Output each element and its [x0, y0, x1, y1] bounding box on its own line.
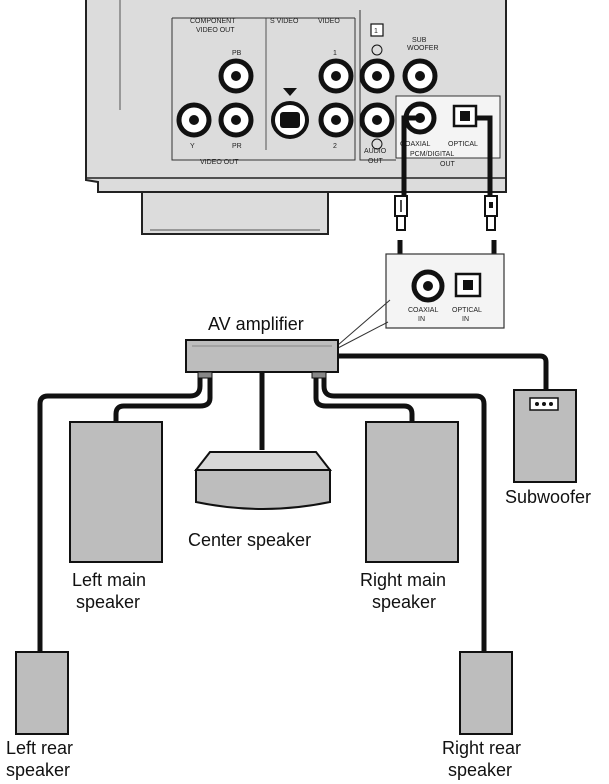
center-speaker-label: Center speaker [188, 530, 311, 550]
optical-in-label: OPTICAL [452, 307, 482, 314]
speaker-wires [37, 353, 549, 652]
jack-video-2 [318, 102, 354, 138]
optical-in-label-2: IN [462, 316, 469, 323]
video-jack-1-label: 1 [333, 50, 337, 57]
left-rear-label-2: speaker [6, 760, 70, 780]
left-rear-label: Left rear [6, 738, 73, 758]
jack-video-1 [318, 58, 354, 94]
right-rear-label: Right rear [442, 738, 521, 758]
coaxial-out-label: COAXIAL [400, 141, 430, 148]
optical-plug [484, 195, 498, 231]
coaxial-in-label-2: IN [418, 316, 425, 323]
component-label: COMPONENT [190, 18, 236, 25]
coaxial-in-label: COAXIAL [408, 307, 438, 314]
left-main-label: Left main [72, 570, 146, 590]
jack-optical-out [452, 104, 478, 128]
svideo-label: S VIDEO [270, 18, 299, 25]
jack-subwoofer [402, 58, 438, 94]
av-amplifier [185, 339, 339, 379]
av-amplifier-label: AV amplifier [208, 314, 304, 334]
channel-badge: 1 [374, 28, 378, 35]
digital-out-label: OUT [440, 161, 456, 168]
optical-out-label: OPTICAL [448, 141, 478, 148]
left-rear-speaker [15, 651, 69, 735]
component-label-2: VIDEO OUT [196, 27, 235, 34]
sub-woofer-label: SUB [412, 37, 427, 44]
player-rear-panel: COMPONENT VIDEO OUT S VIDEO VIDEO PB PR … [85, 0, 507, 235]
video-label: VIDEO [318, 18, 340, 25]
sub-woofer-label-2: WOOFER [407, 45, 439, 52]
subwoofer [513, 389, 577, 483]
right-rear-speaker [459, 651, 513, 735]
right-main-speaker [365, 421, 459, 563]
subwoofer-label: Subwoofer [505, 487, 591, 507]
coaxial-plug [394, 195, 408, 231]
jack-svideo [271, 88, 309, 139]
pr-label: PR [232, 143, 242, 150]
jack-audio-l [359, 58, 395, 94]
jack-pr [218, 102, 254, 138]
y-label: Y [190, 143, 195, 150]
center-speaker [193, 451, 333, 510]
jack-y [176, 102, 212, 138]
pb-label: PB [232, 50, 242, 57]
jack-pb [218, 58, 254, 94]
right-main-label: Right main [360, 570, 446, 590]
video-out-label: VIDEO OUT [200, 159, 239, 166]
right-rear-label-2: speaker [448, 760, 512, 780]
video-jack-2-label: 2 [333, 143, 337, 150]
right-main-label-2: speaker [372, 592, 436, 612]
left-main-speaker [69, 421, 163, 563]
amplifier-input-panel: COAXIAL IN OPTICAL IN [337, 253, 505, 349]
left-main-label-2: speaker [76, 592, 140, 612]
audio-out-label: AUDIO [364, 148, 387, 155]
jack-audio-r [359, 102, 395, 138]
audio-out-label-2: OUT [368, 158, 384, 165]
pcm-digital-label: PCM/DIGITAL [410, 151, 454, 158]
